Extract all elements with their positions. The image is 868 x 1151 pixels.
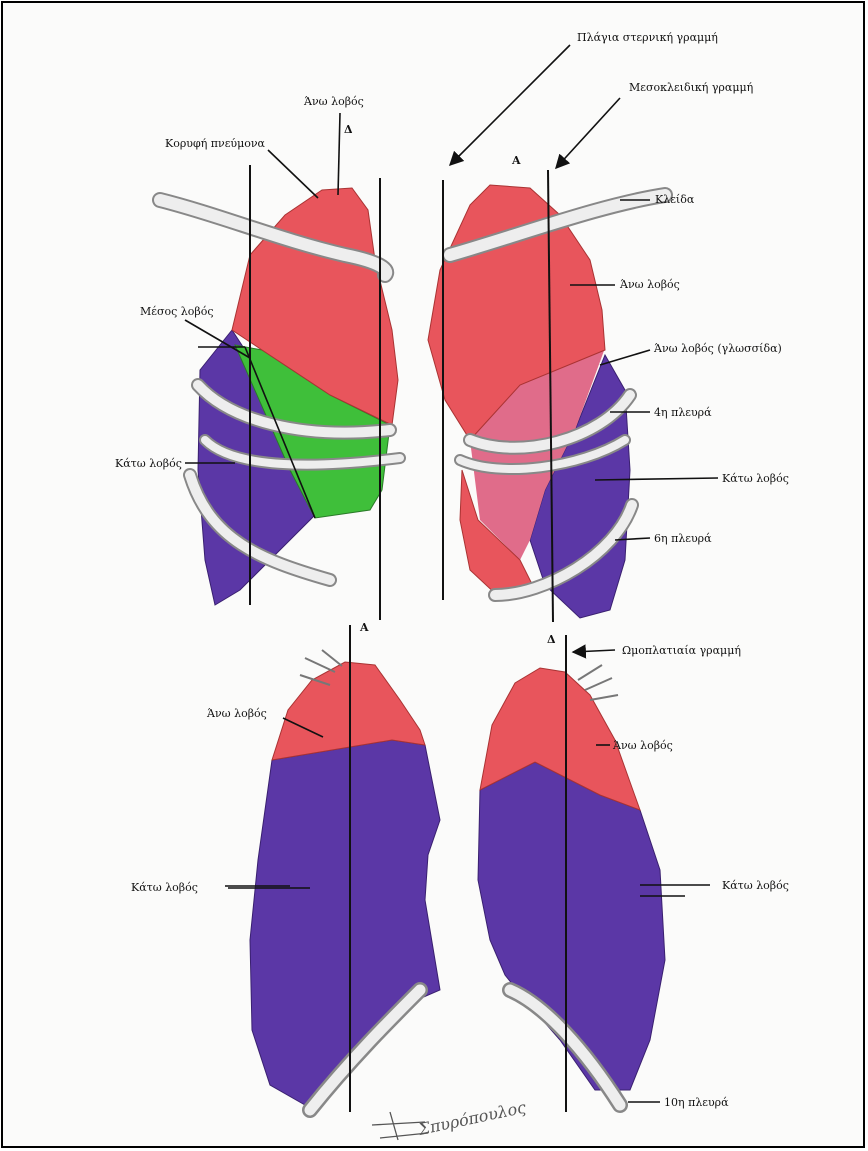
bottom-left-lung xyxy=(250,650,440,1110)
artist-signature: Σπυρόπουλος xyxy=(372,1098,528,1140)
letter-top-left: Δ xyxy=(344,123,353,136)
label-rib6: 6η πλευρά xyxy=(654,532,712,545)
label-midclavicular-line: Μεσοκλειδική γραμμή xyxy=(629,81,753,94)
label-bottom-left-lower-lobe: Κάτω λοβός xyxy=(131,881,198,894)
label-lung-apex: Κορυφή πνεύμονα xyxy=(165,137,266,150)
label-clavicle: Κλείδα xyxy=(655,193,695,206)
parasternal-line-arrow xyxy=(450,45,570,165)
label-parasternal-line: Πλάγια στερνική γραμμή xyxy=(577,31,718,44)
scapular-line-arrow xyxy=(573,650,615,652)
letter-top-right: Α xyxy=(511,154,521,167)
label-lingula: Άνω λοβός (γλωσσίδα) xyxy=(653,342,782,355)
label-rib10: 10η πλευρά xyxy=(664,1096,729,1109)
bottom-right-lung xyxy=(478,665,665,1105)
label-rib4: 4η πλευρά xyxy=(654,406,712,419)
letter-bottom-right: Δ xyxy=(547,633,556,646)
label-bottom-left-upper-lobe: Άνω λοβός xyxy=(206,707,267,720)
label-scapular-line: Ωμοπλατιαία γραμμή xyxy=(622,644,741,657)
label-top-upper-lobe: Άνω λοβός xyxy=(303,95,364,108)
label-middle-lobe: Μέσος λοβός xyxy=(140,305,214,318)
label-right-lower-lobe: Κάτω λοβός xyxy=(722,472,789,485)
midclavicular-line-arrow xyxy=(556,98,620,168)
bottom-left-lower-lobe xyxy=(250,740,440,1105)
label-bottom-right-lower-lobe: Κάτω λοβός xyxy=(722,879,789,892)
signature-text: Σπυρόπουλος xyxy=(416,1098,528,1140)
label-bottom-right-upper-lobe: Άνω λοβός xyxy=(612,739,673,752)
label-left-lower-lobe: Κάτω λοβός xyxy=(115,457,182,470)
label-right-upper-lobe: Άνω λοβός xyxy=(619,278,680,291)
letter-bottom-left: Α xyxy=(359,621,369,634)
